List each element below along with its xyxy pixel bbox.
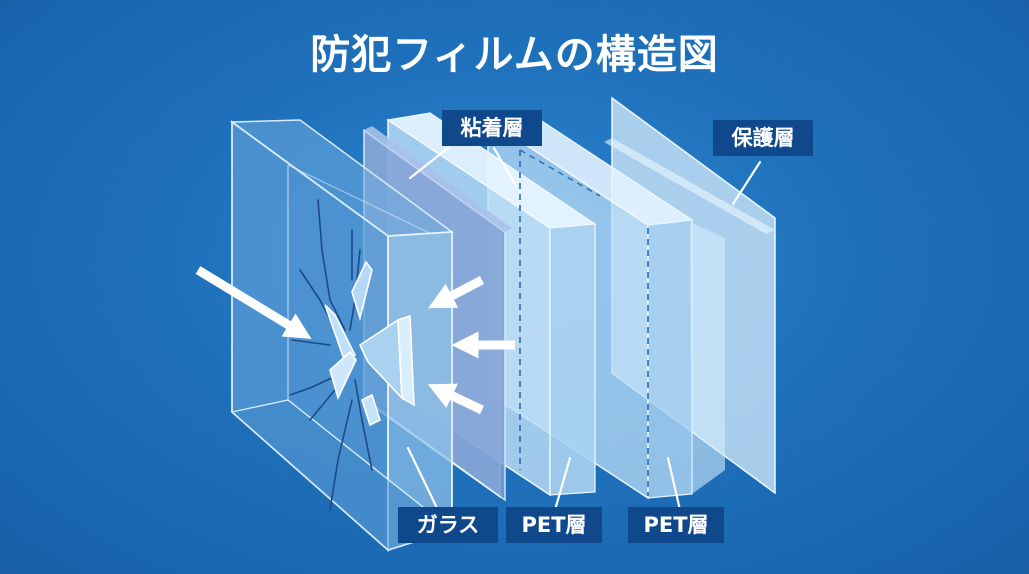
force-arrow-top-icon [428, 276, 485, 309]
glass-label: ガラス [398, 507, 498, 543]
pet-layer-label-2: PET層 [628, 507, 724, 543]
arrow-icons [195, 266, 515, 415]
adhesive-layer-label: 粘着層 [442, 110, 542, 146]
impact-arrow-icon [195, 266, 312, 340]
leader-lines [406, 146, 762, 512]
glass-shards [324, 260, 415, 427]
pet-layer-label-1: PET層 [506, 507, 602, 543]
diagram-title: 防犯フィルムの構造図 [310, 32, 719, 78]
protective-layer-label: 保護層 [713, 120, 813, 156]
force-arrow-bottom-icon [427, 383, 484, 415]
